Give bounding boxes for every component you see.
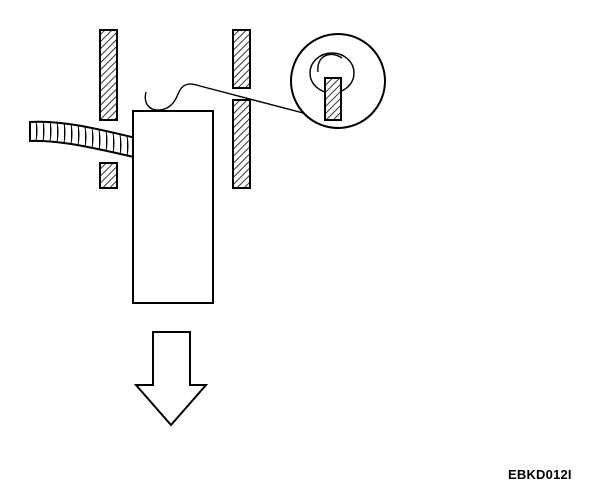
braided-lead-wire [29,120,142,160]
figure-code: EBKD012I [508,467,572,482]
spring-wire [144,83,331,121]
right-holder-wall-upper [232,29,251,89]
right-holder-wall-lower [232,99,251,189]
brush-block [132,110,214,304]
left-holder-wall-lower [99,162,118,189]
spring-spindle [324,77,342,121]
left-holder-wall-upper [99,29,118,121]
down-arrow [133,331,209,427]
spring-coil [290,33,386,129]
